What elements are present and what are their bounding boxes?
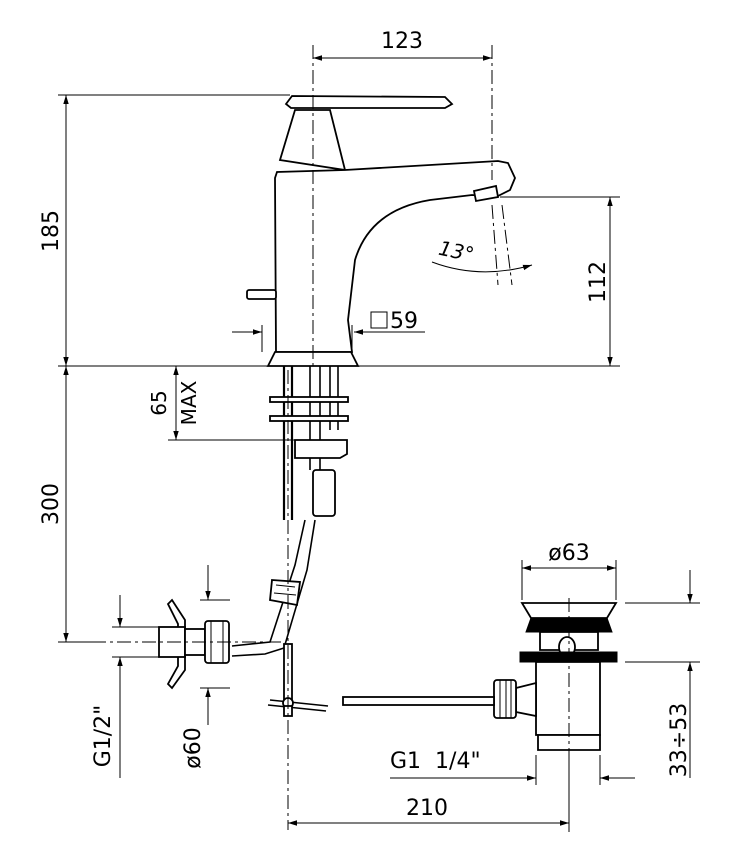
lever-handle	[284, 95, 454, 109]
dim-escutcheon-diameter: ø60	[181, 727, 206, 768]
dim-total-height: 185	[39, 210, 64, 252]
dim-spout-height: 112	[586, 261, 611, 303]
under-deck-assembly	[231, 366, 349, 657]
dim-spout-angle: 13°	[437, 236, 477, 267]
dim-inlet-thread: G1/2"	[91, 705, 116, 768]
spout-aerator	[472, 184, 500, 203]
center-lines	[92, 45, 570, 830]
inlet-fitting	[158, 598, 230, 690]
popup-knob	[246, 289, 277, 300]
dim-waste-range: 33÷53	[667, 703, 692, 777]
dim-deck-max: MAX	[177, 380, 201, 425]
dim-waste-thread: G1 1/4"	[390, 749, 481, 774]
dim-base-square: 59	[390, 309, 418, 334]
body-spout	[274, 160, 516, 353]
waste-popup	[493, 602, 618, 751]
dimension-labels: 123 185 112 13° 59 65 MAX 300 G1/2" ø60 …	[39, 29, 692, 821]
dim-deck-thickness: 65	[147, 390, 171, 415]
dim-spout-reach: 123	[381, 29, 423, 54]
faucet-body	[246, 95, 516, 367]
dimension-lines	[58, 55, 700, 832]
square-symbol-icon	[370, 311, 388, 329]
dim-hose-length: 300	[39, 483, 64, 525]
dim-waste-diameter: ø63	[548, 541, 589, 566]
dim-rod-length: 210	[406, 796, 448, 821]
popup-rod	[267, 643, 495, 717]
